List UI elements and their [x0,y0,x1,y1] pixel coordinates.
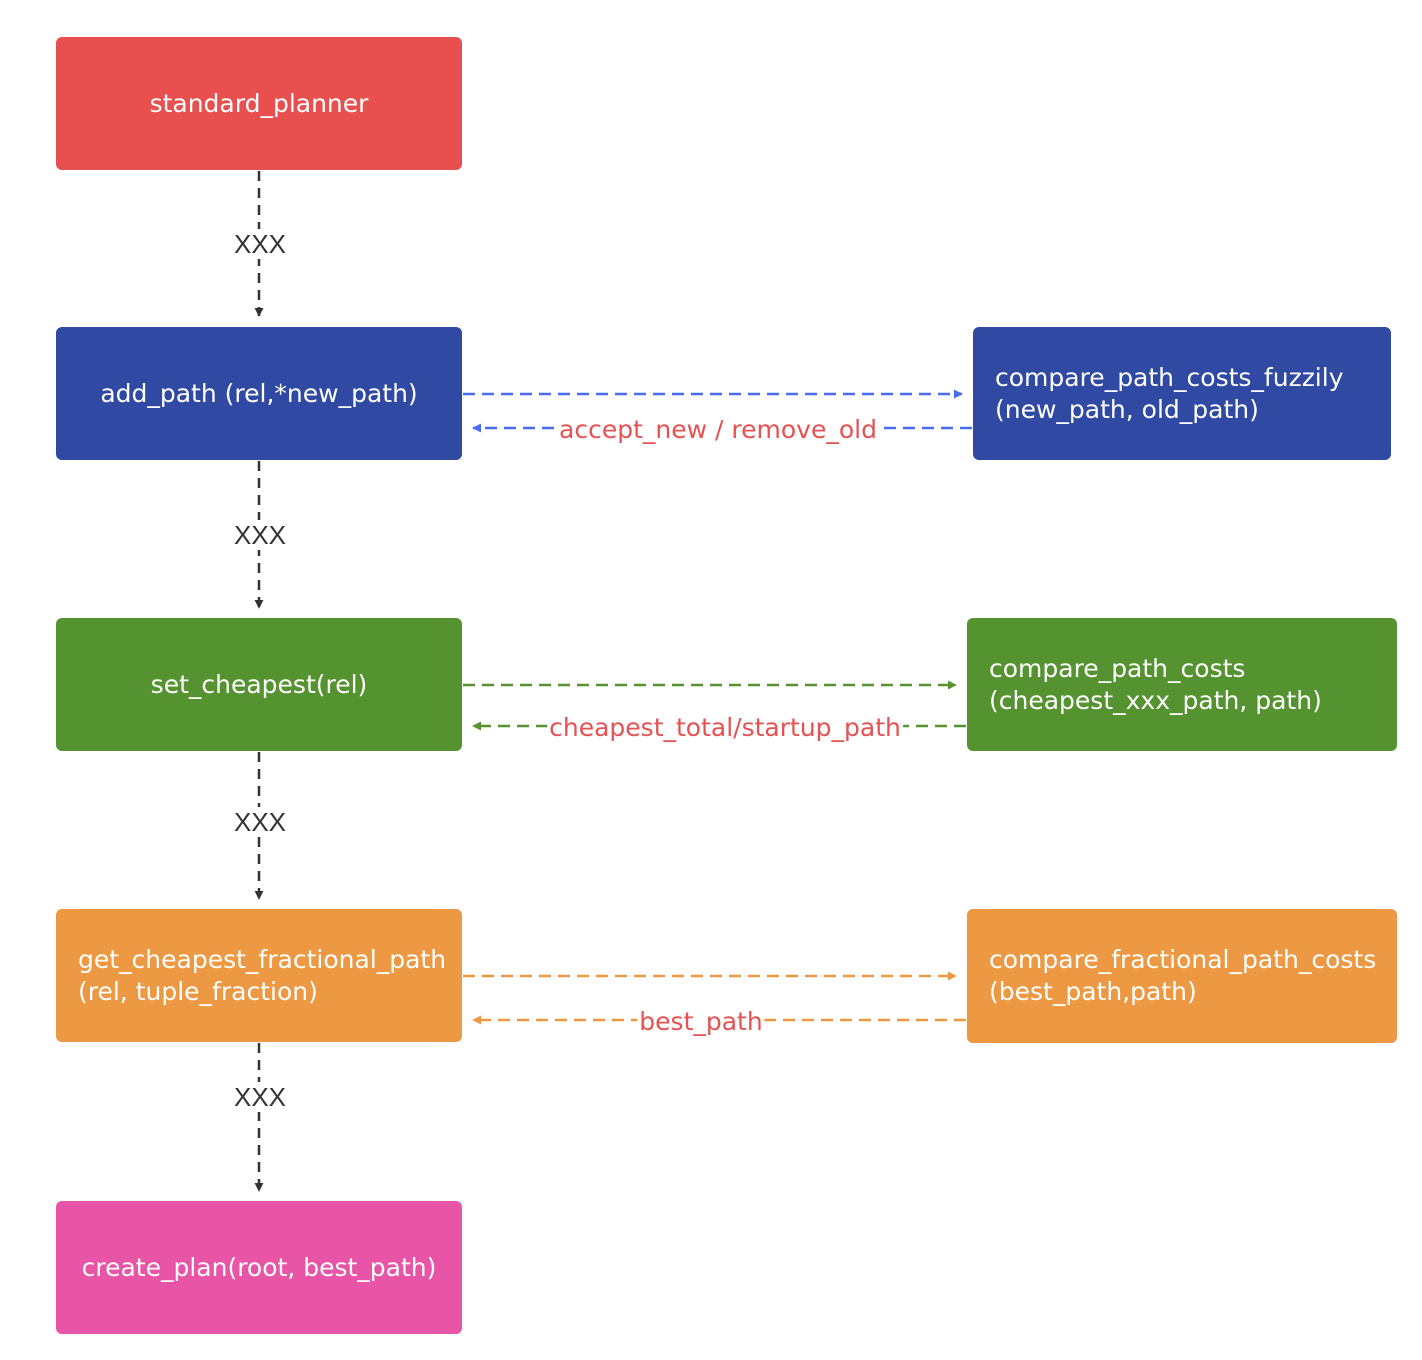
node-compare-costs-text-line1: compare_path_costs [989,653,1246,683]
edge-label-xxx-1: XXX [231,229,289,259]
node-compare-fractional-path-costs: compare_fractional_path_costs (best_path… [967,909,1397,1043]
node-compare-fractional-text-line1: compare_fractional_path_costs [989,945,1377,974]
node-add-path-text: add_path (rel,*new_path) [100,378,418,408]
node-get-cheapest-text-line1: get_cheapest_fractional_path [78,944,447,974]
node-compare-fractional-text-line2: (best_path,path) [989,977,1197,1006]
node-compare-costs-text-line2: (cheapest_xxx_path, path) [989,685,1322,715]
edge-label-xxx-2: XXX [231,520,289,550]
node-compare-fuzzily-text-line2: (new_path, old_path) [995,394,1259,424]
node-create-plan-text: create_plan(root, best_path) [81,1252,437,1282]
node-compare-path-costs-fuzzily: compare_path_costs_fuzzily (new_path, ol… [973,327,1391,460]
node-standard-planner: standard_planner [56,37,462,170]
node-compare-path-costs: compare_path_costs (cheapest_xxx_path, p… [967,618,1397,751]
node-add-path: add_path (rel,*new_path) [56,327,462,460]
node-get-cheapest-fractional-path: get_cheapest_fractional_path (rel, tuple… [56,909,462,1042]
node-set-cheapest-text: set_cheapest(rel) [150,669,368,699]
edge-label-xxx-3: XXX [231,807,289,837]
node-standard-planner-text: standard_planner [149,88,369,118]
edge-label-cheapest-total-startup-path: cheapest_total/startup_path [547,713,903,743]
edge-label-best-path: best_path [637,1007,765,1037]
node-compare-fuzzily-text-line1: compare_path_costs_fuzzily [995,362,1344,392]
node-set-cheapest: set_cheapest(rel) [56,618,462,751]
edge-label-xxx-4: XXX [231,1082,289,1112]
edge-label-accept-new-remove-old: accept_new / remove_old [557,415,879,445]
node-create-plan: create_plan(root, best_path) [56,1201,462,1334]
node-get-cheapest-text-line2: (rel, tuple_fraction) [78,976,318,1006]
